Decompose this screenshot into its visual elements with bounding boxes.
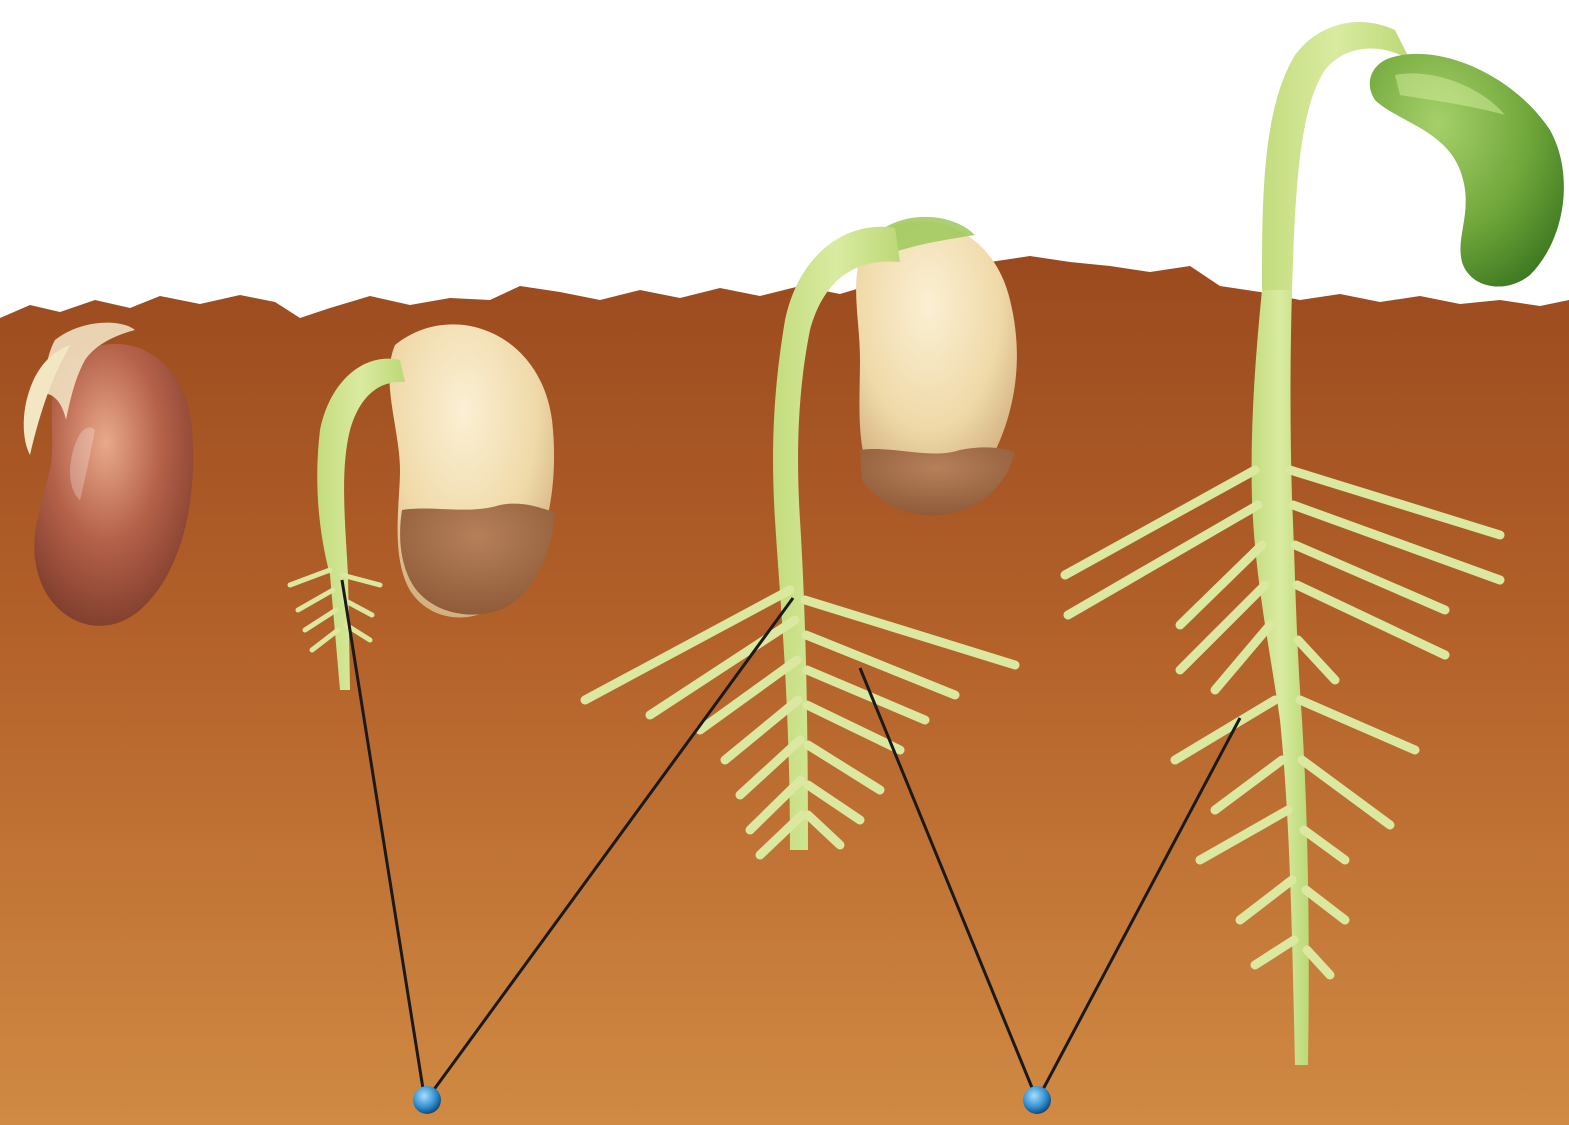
marker-dot-icon[interactable] xyxy=(413,1086,441,1114)
marker-dot-icon[interactable] xyxy=(1023,1086,1051,1114)
